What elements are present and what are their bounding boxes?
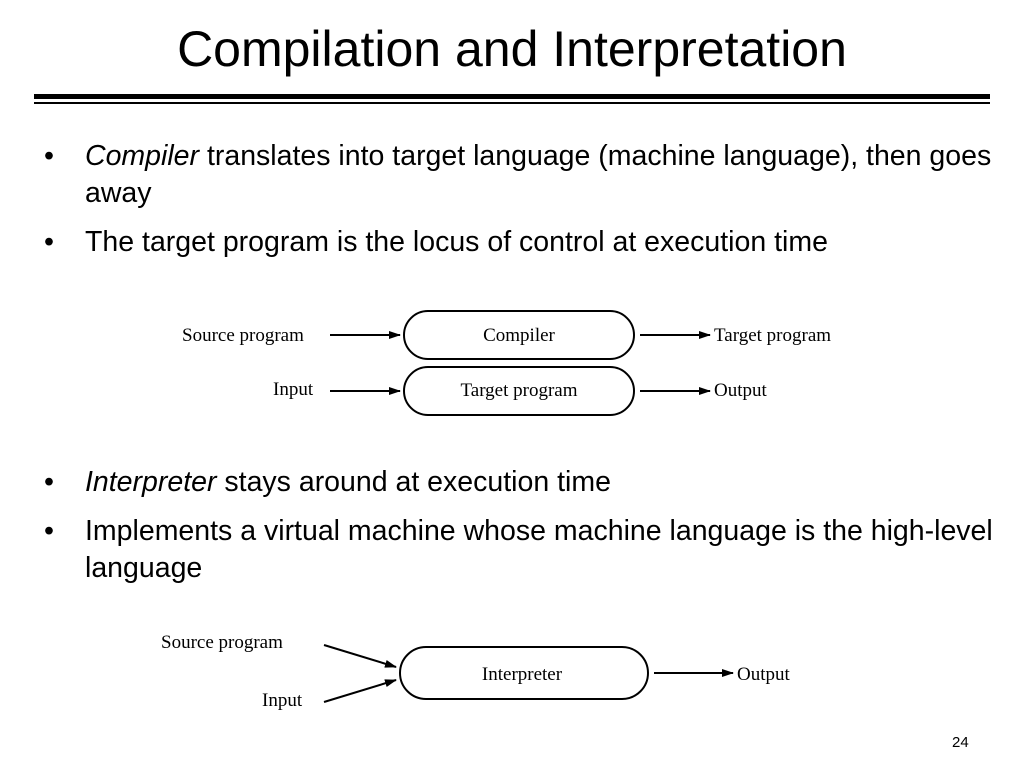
bullet-list-interpreter: • Interpreter stays around at execution … (44, 464, 1004, 599)
interpret-source-label: Source program (161, 632, 283, 653)
target-program-box (403, 366, 635, 416)
bullet-text: stays around at execution time (216, 466, 611, 498)
compile-source-label: Source program (182, 325, 304, 346)
bullet-item: • Compiler translates into target langua… (44, 138, 1004, 212)
interpret-output-label: Output (737, 664, 791, 685)
bullet-marker: • (44, 226, 54, 258)
arrow-source-to-interpreter (323, 644, 397, 668)
bullet-item: • The target program is the locus of con… (44, 224, 1004, 261)
compiler-box (403, 310, 635, 360)
title-rule-thick (34, 94, 990, 99)
bullet-item: • Implements a virtual machine whose mac… (44, 513, 1004, 587)
bullet-marker: • (44, 466, 54, 498)
interpreter-label: Interpreter (482, 664, 563, 685)
compile-input-label: Input (273, 379, 314, 400)
bullet-text: translates into target language (machine… (85, 140, 992, 209)
arrow-input-to-interpreter (323, 679, 397, 703)
bullet-marker: • (44, 140, 54, 172)
compile-output-label: Output (714, 380, 768, 401)
bullet-emphasis: Interpreter (85, 466, 217, 498)
bullet-marker: • (44, 515, 54, 547)
interpret-input-label: Input (262, 690, 303, 711)
bullet-list-compiler: • Compiler translates into target langua… (44, 138, 1004, 273)
page-number: 24 (952, 734, 969, 751)
compile-diagram: Source program Compiler Target program I… (182, 310, 831, 416)
target-program-label: Target program (460, 380, 577, 401)
interpret-diagram: Source program Input Interpreter Output (161, 632, 791, 711)
bullet-text: The target program is the locus of contr… (85, 226, 828, 258)
title-rule-thin (34, 102, 990, 104)
bullet-emphasis: Compiler (85, 140, 200, 172)
compile-target-label: Target program (714, 325, 831, 346)
bullet-item: • Interpreter stays around at execution … (44, 464, 1004, 501)
slide-title: Compilation and Interpretation (177, 21, 847, 77)
bullet-text: Implements a virtual machine whose machi… (85, 515, 993, 584)
compiler-label: Compiler (483, 325, 555, 346)
interpreter-box (399, 646, 649, 700)
